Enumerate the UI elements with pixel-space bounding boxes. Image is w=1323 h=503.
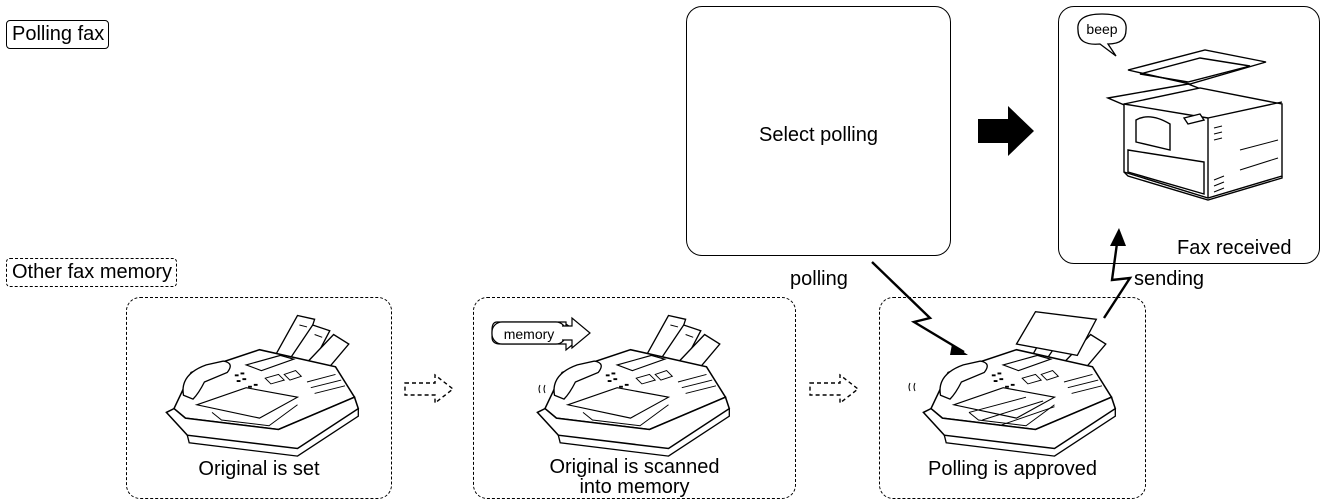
fax-machine-icon: [165, 314, 360, 457]
right-arrow-icon: [978, 106, 1034, 156]
dashed-right-arrow-icon: [809, 374, 859, 404]
beep-bubble-text: beep: [1086, 21, 1117, 37]
memory-bubble-icon: memory: [491, 316, 591, 352]
caption-polling-approved: Polling is approved: [928, 458, 1097, 480]
panel-polling-approved: Polling is approved: [879, 297, 1146, 499]
multifunction-printer-icon: [1105, 49, 1283, 201]
select-polling-text: Select polling: [759, 124, 878, 146]
polling-label: polling: [790, 268, 848, 290]
vibration-marks-icon: [538, 382, 916, 394]
dashed-right-arrow-icon: [404, 374, 454, 404]
fax-machine-icon: [922, 310, 1117, 457]
caption-scanned-line2: into memory: [579, 476, 690, 498]
lightning-signal-icon: [871, 261, 968, 355]
fax-received-caption: Fax received: [1177, 237, 1292, 259]
lightning-signal-icon: [1102, 228, 1133, 319]
polling-fax-title: Polling fax: [6, 20, 110, 49]
sending-label: sending: [1134, 268, 1205, 290]
select-polling-box: Select polling: [686, 6, 951, 256]
other-fax-memory-label: Other fax memory: [6, 258, 178, 287]
beep-bubble-icon: beep: [1077, 13, 1127, 57]
caption-original-set: Original is set: [198, 458, 320, 480]
caption-scanned-line1: Original is scanned: [549, 456, 720, 478]
panel-original-set: Original is set: [126, 297, 392, 499]
memory-bubble-text: memory: [504, 326, 555, 342]
panel-scanned-memory: Original is scanned into memory: [473, 297, 796, 499]
